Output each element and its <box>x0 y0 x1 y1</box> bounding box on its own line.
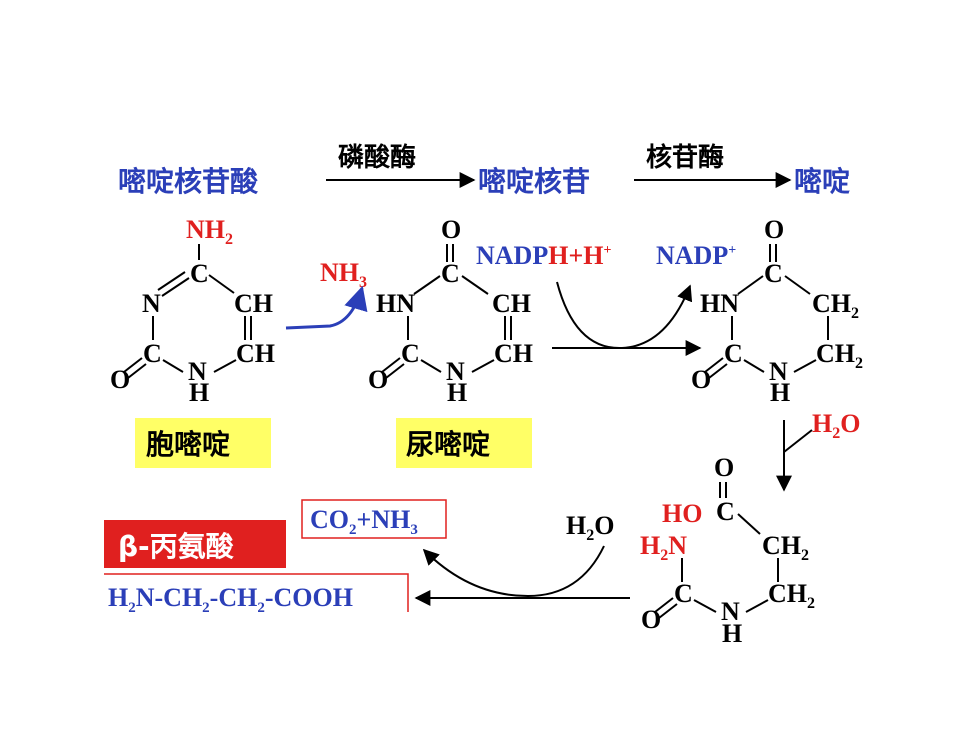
dihydrouracil-o: O <box>691 365 711 394</box>
uracil-hn: HN <box>376 289 415 318</box>
cytosine-n-bottom: N <box>188 357 207 386</box>
beta-alanine-formula-frame <box>104 573 409 612</box>
uracil-highlight <box>396 418 532 468</box>
uracil-o: O <box>368 365 388 394</box>
cytosine-h-bottom: H <box>189 378 209 407</box>
ureido-o: O <box>641 605 661 634</box>
cytosine-n-left: N <box>142 289 161 318</box>
ureido-ho: HO <box>662 499 702 528</box>
nadp-label: NADP+ <box>656 241 736 270</box>
uracil-label: 尿嘧啶 <box>406 428 490 461</box>
uracil-n-bottom: N <box>446 357 465 386</box>
ureido-ch2-br: CH2 <box>768 579 815 612</box>
cytosine-ch-br: CH <box>236 339 275 368</box>
cytosine-structure: NH2 C N CH C CH O N H <box>110 215 275 407</box>
byproducts-text: CO2+NH3 <box>310 505 418 538</box>
ureido-c-bl: C <box>674 579 693 608</box>
reduction-cofactor-arrow <box>556 281 693 350</box>
byproduct-release-arrow <box>422 545 605 598</box>
dihydrouracil-ch2-br: CH2 <box>816 339 863 372</box>
dihydrouracil-o-top: O <box>764 215 784 244</box>
pyrimidine-nucleoside-label: 嘧啶核苷 <box>478 165 590 198</box>
dihydrouracil-c-top: C <box>764 259 783 288</box>
pyrimidine-nucleotide-label: 嘧啶核苷酸 <box>118 165 259 198</box>
ureido-n-bottom: N <box>721 597 740 626</box>
cytosine-o: O <box>110 365 130 394</box>
beta-alanine-name: β-丙氨酸 <box>118 530 235 563</box>
nucleosidase-label: 核苷酶 <box>646 142 724 173</box>
pyrimidine-label: 嘧啶 <box>794 165 850 198</box>
byproducts-box <box>301 499 447 539</box>
uracil-o-top: O <box>441 215 461 244</box>
ureido-h-bottom: H <box>722 619 742 648</box>
cytosine-c-bl: C <box>143 339 162 368</box>
dihydrouracil-h-bottom: H <box>770 378 790 407</box>
uracil-structure: O C HN CH C CH O N H <box>368 215 533 407</box>
dihydrouracil-hn: HN <box>700 289 739 318</box>
dihydrouracil-ch2-right: CH2 <box>812 289 859 322</box>
uracil-c-top: C <box>441 259 460 288</box>
deamination-arrow <box>285 285 368 330</box>
ureido-ch2-right: CH2 <box>762 531 809 564</box>
cytosine-ch-right: CH <box>234 289 273 318</box>
ureido-o-top: O <box>714 453 734 482</box>
uracil-ch-right: CH <box>492 289 531 318</box>
hydrolysis-2-h2o: H2O <box>566 511 614 544</box>
uracil-h-bottom: H <box>447 378 467 407</box>
dihydrouracil-structure: O C HN CH2 C CH2 O N H <box>691 215 863 407</box>
ureido-h2n: H2N <box>640 531 687 564</box>
deamination-nh3: NH3 <box>320 258 367 291</box>
uracil-c-bl: C <box>401 339 420 368</box>
cytosine-nh2: NH2 <box>186 215 233 248</box>
phosphatase-label: 磷酸酶 <box>338 143 416 173</box>
dihydrouracil-c-bl: C <box>724 339 743 368</box>
cytosine-highlight <box>135 418 271 468</box>
ureido-c-top: C <box>716 497 735 526</box>
beta-alanine-formula: H2N-CH2-CH2-COOH <box>108 583 353 616</box>
dihydrouracil-n-bottom: N <box>769 357 788 386</box>
beta-alanine-badge <box>104 520 286 568</box>
cytosine-c-top: C <box>190 259 209 288</box>
cytosine-label: 胞嘧啶 <box>145 428 230 461</box>
uracil-ch-br: CH <box>494 339 533 368</box>
hydrolysis-1-h2o: H2O <box>812 409 860 442</box>
nadph-label: NADPH+H+ <box>476 241 611 270</box>
water-input-branch <box>783 429 813 453</box>
ureidopropionate-structure: O HO C H2N CH2 C CH2 O N H <box>640 453 815 648</box>
